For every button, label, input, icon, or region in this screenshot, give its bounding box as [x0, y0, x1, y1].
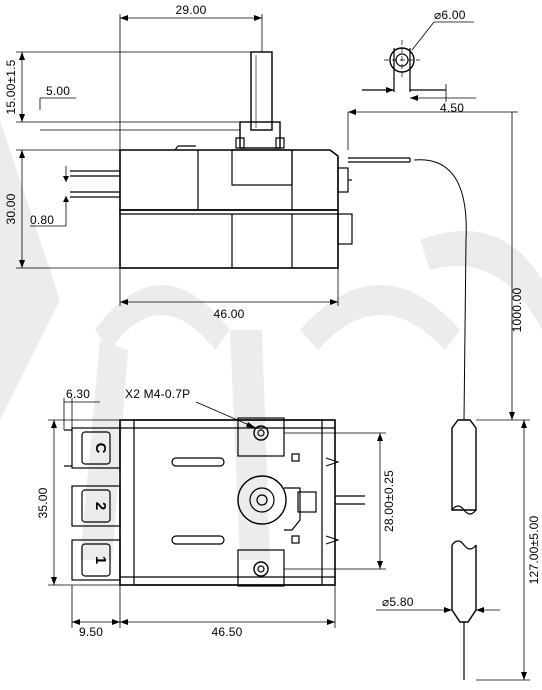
arrowheads: [19, 15, 527, 680]
dim-width-body: 46.00: [213, 307, 244, 321]
dim-width-bottom: 46.50: [211, 625, 242, 639]
dim-shaft-diameter: ⌀6.00: [434, 8, 466, 22]
terminal-label-1: 1: [92, 556, 109, 564]
dim-mount-spacing: 28.00±0.25: [382, 470, 396, 532]
terminal-label-2: 2: [92, 502, 109, 510]
sensor-bulb: [451, 419, 477, 680]
bottom-view: [64, 417, 365, 587]
dim-knob-height: 15.00±1.5: [4, 59, 18, 114]
terminal-label-c: C: [92, 443, 109, 454]
dim-height-body: 30.00: [4, 193, 18, 224]
dim-flat-width: 4.50: [440, 101, 464, 115]
dim-bulb-diameter: ⌀5.80: [382, 595, 414, 609]
shaft-section: [362, 40, 446, 92]
dim-offset-left: 9.50: [79, 625, 103, 639]
line-art: [16, 14, 530, 681]
watermark-logo: [0, 120, 542, 560]
dim-capillary-length: 1000.00: [510, 287, 524, 332]
dim-thread-spec: X2 M4-0.7P: [125, 387, 190, 401]
top-view: [70, 51, 467, 421]
dim-width-top: 29.00: [175, 3, 206, 17]
terminal-labels: C 2 1: [92, 443, 109, 565]
dim-height-bottom: 35.00: [36, 487, 50, 518]
dim-tab-width: 6.30: [66, 387, 90, 401]
dim-knob-offset: 5.00: [46, 84, 70, 98]
dim-bulb-length: 127.00±5.00: [527, 515, 541, 584]
dimension-lines: [16, 14, 530, 681]
dim-pin-thickness: 0.80: [30, 213, 54, 227]
dimension-labels: 29.00 15.00±1.5 5.00 30.00 0.80 46.00 ⌀6…: [4, 3, 541, 639]
